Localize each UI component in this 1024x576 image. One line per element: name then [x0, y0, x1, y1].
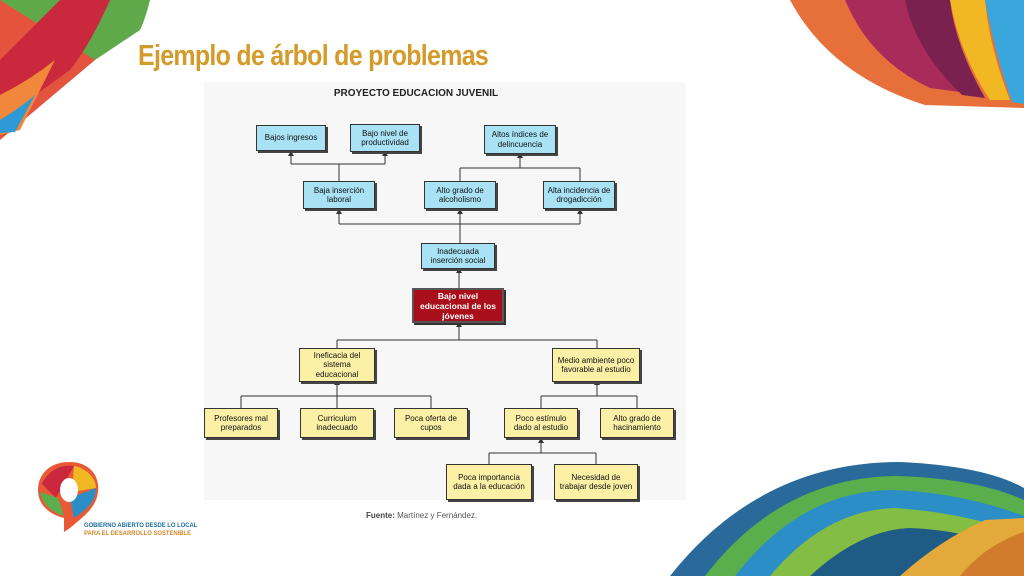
source-label: Fuente: [366, 511, 395, 520]
effect-low-income: Bajos ingresos [256, 125, 326, 151]
central-problem: Bajo nivel educacional de los jóvenes [412, 288, 504, 323]
cause-low-supply: Poca oferta de cupos [394, 408, 468, 438]
cause-need-work: Necesidad de trabajar desde joven [554, 464, 638, 500]
effect-low-productivity: Bajo nivel de productividad [350, 124, 420, 152]
diagram-title: PROYECTO EDUCACION JUVENIL [333, 88, 499, 99]
logo-text: GOBIERNO ABIERTO DESDE LO LOCAL PARA EL … [84, 522, 197, 538]
gobierno-abierto-logo [38, 462, 99, 532]
cause-unfavorable-environment: Medio ambiente poco favorable al estudio [552, 348, 640, 382]
source-text: Martínez y Fernández. [397, 511, 478, 520]
slide-title: Ejemplo de árbol de problemas [138, 40, 489, 72]
cause-teachers: Profesores mal preparados [204, 408, 278, 438]
effect-low-labor-insertion: Baja inserción laboral [303, 181, 375, 209]
source-note: Fuente: Martínez y Fernández. [366, 511, 477, 520]
logo-text-line1: GOBIERNO ABIERTO DESDE LO LOCAL [84, 522, 198, 529]
cause-inefficient-system: Ineficacia del sistema educacional [299, 348, 375, 382]
cause-overcrowding: Alto grado de hacinamiento [600, 408, 674, 438]
effect-drug-addiction: Alta incidencia de drogadicción [543, 181, 615, 209]
cause-low-stimulus: Poco estímulo dado al estudio [504, 408, 578, 438]
effect-alcoholism: Alto grado de alcoholismo [424, 181, 496, 209]
cause-curriculum: Curriculum inadecuado [300, 408, 374, 438]
logo-text-line2: PARA EL DESARROLLO SOSTENIBLE [84, 530, 192, 537]
effect-inadequate-social-insertion: Inadecuada inserción social [421, 243, 495, 269]
cause-low-value-education: Poca importancia dada a la educación [446, 464, 532, 500]
effect-high-crime: Altos índices de delincuencia [484, 125, 556, 154]
